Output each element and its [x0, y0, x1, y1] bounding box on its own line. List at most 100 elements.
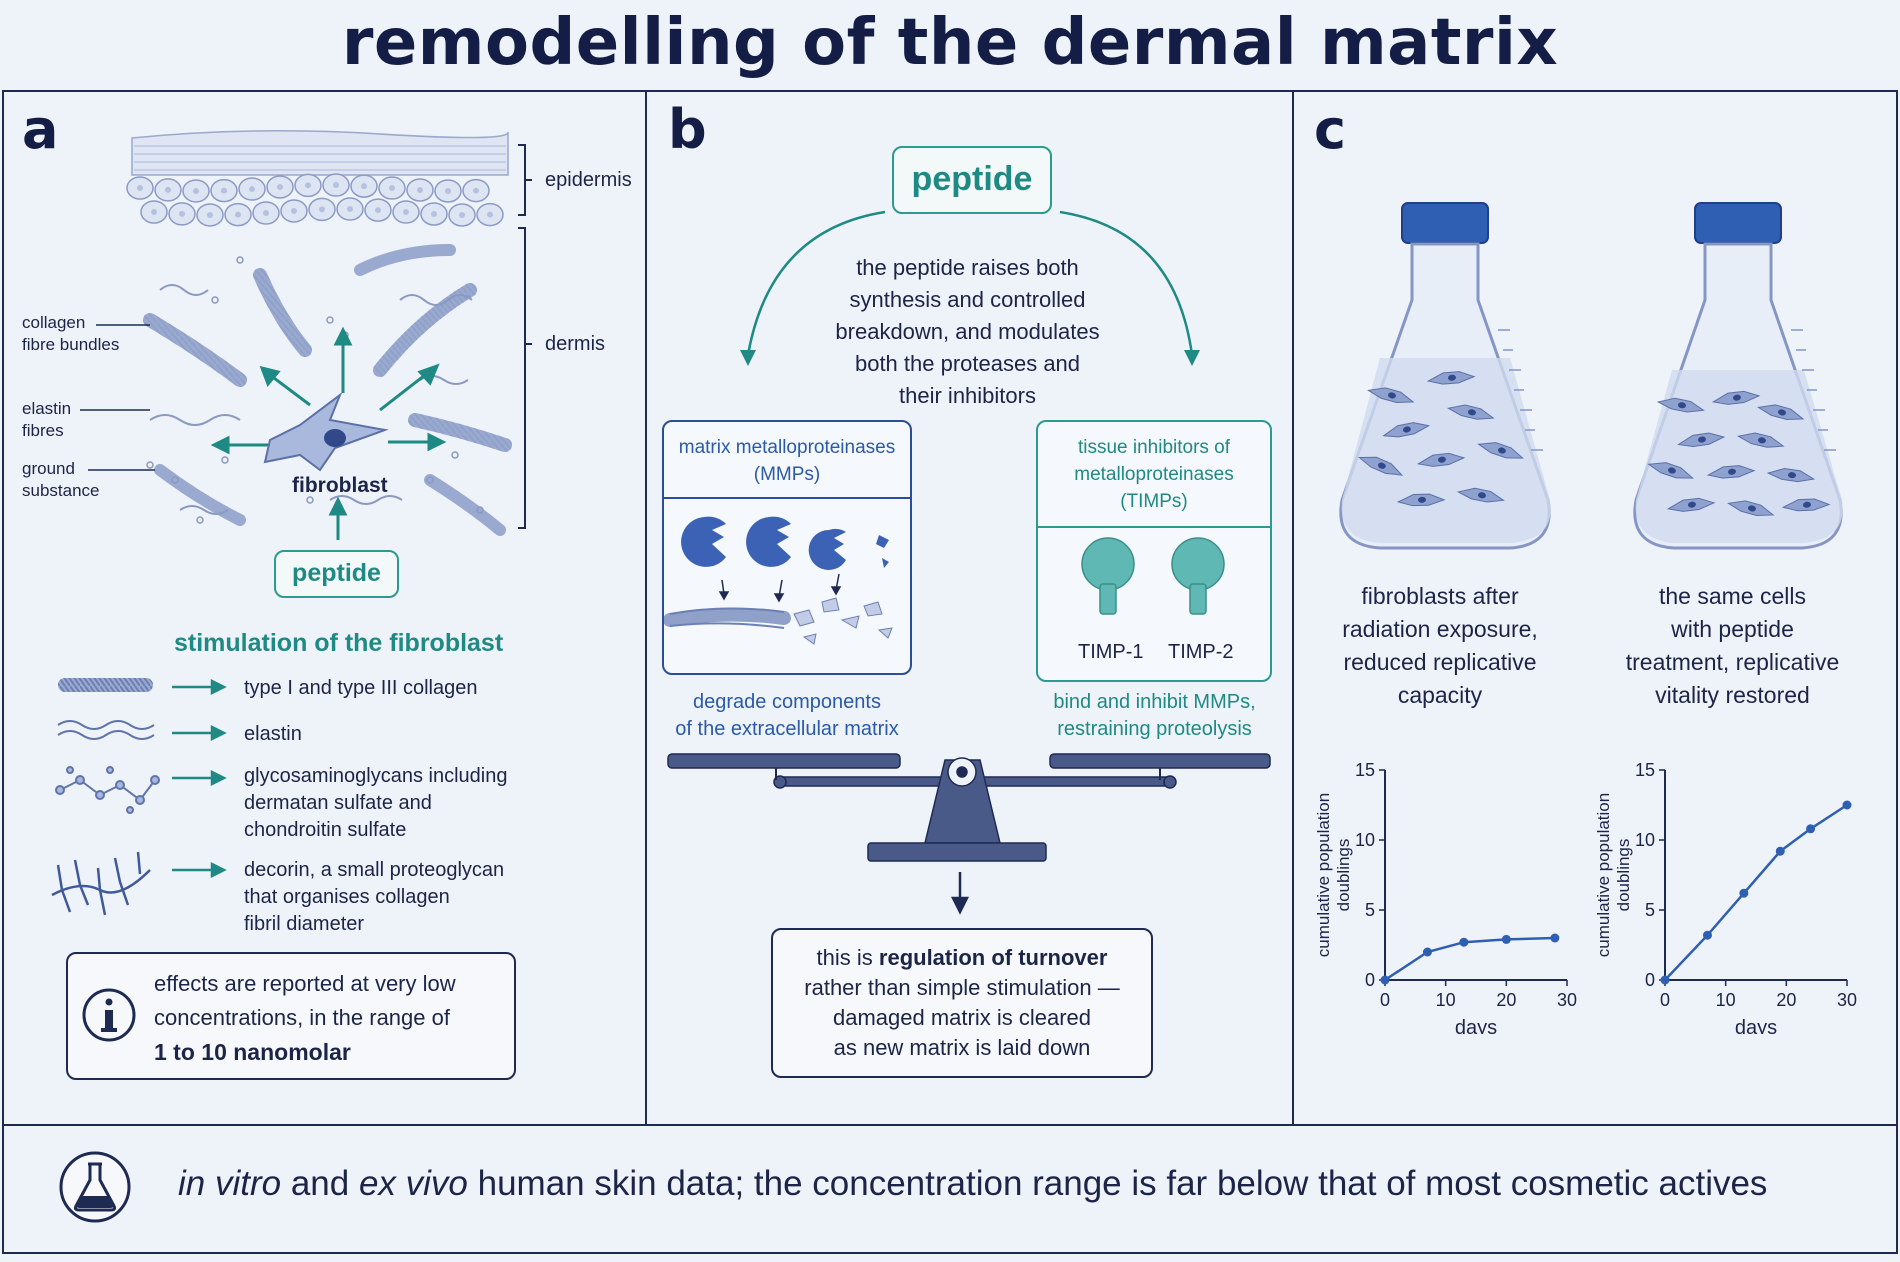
data-point [1739, 888, 1749, 898]
footer-divider [2, 1124, 1898, 1126]
flask-right-caption-1: the same cells [1658, 583, 1806, 609]
stratum-corneum [131, 130, 509, 176]
decorin-icon [51, 851, 151, 916]
epidermal-nucleus [445, 187, 451, 194]
timp1-label: TIMP-1 [1078, 641, 1144, 663]
epidermal-nucleus [403, 209, 409, 216]
epidermal-nucleus [305, 182, 311, 189]
elastin-label-2: fibres [22, 421, 64, 440]
fibroblast-cells-dense [1647, 390, 1831, 517]
timp-heading-3: (TIMPs) [1120, 491, 1188, 512]
collagen-fibre-icon [58, 678, 153, 692]
ground-label-2: substance [22, 481, 100, 500]
panel-divider-ab [645, 90, 647, 1126]
info-line-2: concentrations, in the range of [154, 1005, 450, 1030]
footer-and: and [281, 1164, 359, 1203]
x-tick-label: 0 [1660, 990, 1670, 1010]
flask-left-caption-1: fibroblasts after [1361, 583, 1519, 609]
elastin-fibres [149, 284, 473, 515]
product-collagen: type I and type III collagen [244, 677, 478, 699]
flask-treated [1633, 202, 1843, 550]
elastin-fibre-icon [57, 720, 155, 740]
y-tick-label: 5 [1365, 900, 1375, 920]
epidermal-nucleus [347, 206, 353, 213]
x-tick-label: 20 [1496, 990, 1516, 1010]
description-line-3: breakdown, and modulates [835, 319, 1100, 344]
panel-a-letter: a [22, 98, 59, 161]
figure-frame [2, 90, 1898, 1254]
flask-left-caption-3: reduced replicative [1343, 649, 1537, 675]
footer-note: in vitro and ex vivo human skin data; th… [178, 1163, 1767, 1205]
mmp-divider [664, 497, 910, 499]
epidermal-nucleus [459, 211, 465, 218]
data-point [1459, 937, 1469, 947]
cultured-fibroblast [1706, 465, 1756, 479]
mmp-heading-2: (MMPs) [753, 464, 821, 485]
culture-flasks [1339, 202, 1843, 550]
turnover-conclusion-box: this is regulation of turnover rather th… [771, 928, 1153, 1078]
product-icons [51, 678, 160, 916]
fibroblast-output-arrows [210, 326, 447, 540]
peptide-effect-arrows [740, 210, 1200, 366]
epidermal-nucleus [235, 211, 241, 218]
timp-box: tissue inhibitors of metalloproteinases … [1036, 420, 1272, 682]
y-tick-label: 10 [1355, 830, 1375, 850]
epidermis-label: epidermis [545, 169, 632, 191]
product-elastin: elastin [244, 723, 302, 745]
timp-caption-2: restraining proteolysis [1057, 718, 1252, 740]
mmp-degradation-illustration [664, 516, 893, 645]
y-axis-label: cumulative populationdoublings [1314, 793, 1353, 957]
product-gag-line-1: glycosaminoglycans including [244, 765, 508, 787]
fibroblast-cells-sparse [1357, 371, 1525, 507]
flask-right-caption: the same cells with peptide treatment, r… [1600, 580, 1865, 712]
footer-in-vitro: in vitro [178, 1164, 282, 1203]
flask-right-caption-2: with peptide [1671, 616, 1794, 642]
mmp-heading-1: matrix metalloproteinases [678, 437, 896, 458]
x-axis-label: days [1455, 1017, 1497, 1034]
cultured-fibroblast [1736, 432, 1785, 448]
info-line-1: effects are reported at very low [154, 971, 456, 996]
info-icon [82, 988, 136, 1042]
product-decorin-line-3: fibril diameter [244, 913, 365, 935]
product-gag-line-2: dermatan sulfate and [244, 792, 432, 814]
y-tick-label: 5 [1645, 900, 1655, 920]
info-line-3: 1 to 10 nanomolar [154, 1039, 351, 1065]
series-line [1384, 936, 1555, 982]
cultured-fibroblast [1766, 467, 1816, 483]
flask-icon [59, 1151, 131, 1223]
conclusion-emphasis: regulation of turnover [878, 945, 1108, 970]
data-point [1775, 846, 1785, 856]
y-tick-label: 10 [1635, 830, 1655, 850]
fibroblast-label: fibroblast [292, 474, 388, 497]
panel-c-letter: c [1314, 98, 1347, 161]
panel-b-letter: b [668, 98, 707, 161]
timp-heading-1: tissue inhibitors of [1077, 437, 1231, 458]
balance-scale [667, 753, 1271, 915]
data-point [1422, 947, 1432, 957]
epidermal-nucleus [417, 186, 423, 193]
cultured-fibroblast [1711, 390, 1761, 405]
flask-left-caption-2: radiation exposure, [1342, 616, 1538, 642]
epidermal-nucleus [193, 187, 199, 194]
timp-inhibitor-icons [1081, 537, 1225, 615]
mmp-caption-2: of the extracellular matrix [675, 718, 899, 740]
flask-left-caption-4: capacity [1397, 682, 1483, 708]
product-decorin-line-1: decorin, a small proteoglycan [244, 859, 505, 881]
data-point [1842, 800, 1852, 810]
description-line-4: both the proteases and [854, 351, 1081, 376]
y-tick-label: 15 [1355, 760, 1375, 780]
cultured-fibroblast [1396, 493, 1446, 507]
label-leader-lines [80, 324, 155, 471]
flask-right-caption-3: treatment, replicative [1625, 649, 1840, 675]
layer-brackets [518, 144, 532, 529]
mmp-caption-1: degrade components [693, 691, 881, 713]
data-point [1806, 824, 1816, 834]
x-axis-label: days [1735, 1017, 1777, 1034]
x-tick-label: 30 [1837, 990, 1857, 1010]
timp-heading-2: metalloproteinases [1074, 464, 1234, 485]
panel-divider-bc [1292, 90, 1294, 1126]
footer-rest: human skin data; the concentration range… [467, 1164, 1768, 1203]
cultured-fibroblast [1666, 497, 1716, 512]
description-line-5: their inhibitors [899, 383, 1036, 408]
